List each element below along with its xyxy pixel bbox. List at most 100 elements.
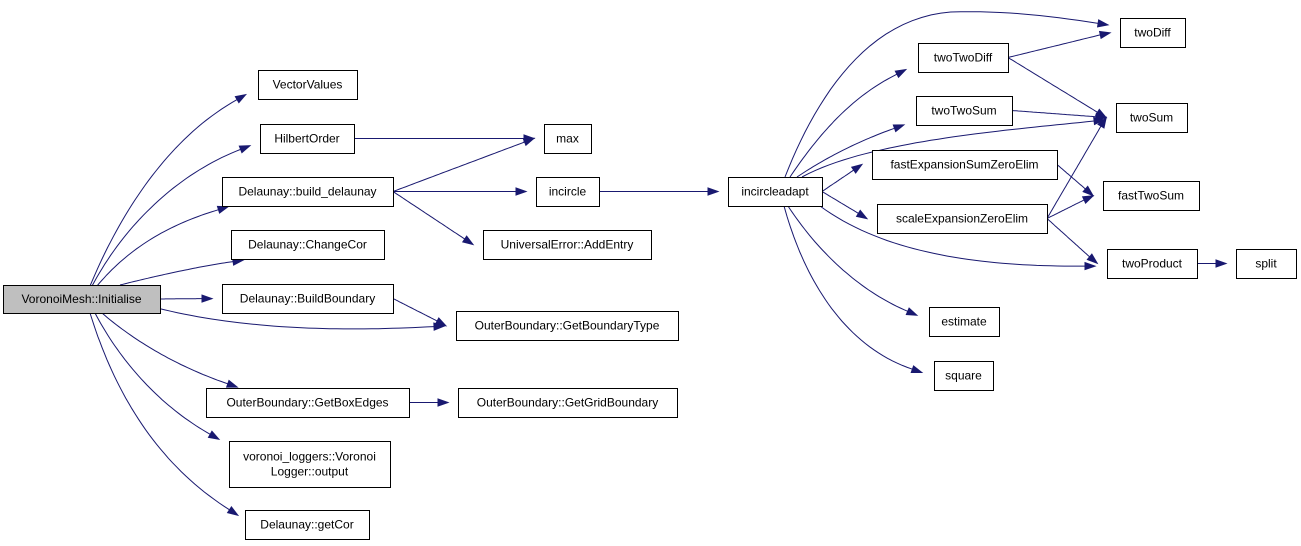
node-changecor[interactable]: Delaunay::ChangeCor <box>231 230 385 260</box>
node-box <box>245 510 370 540</box>
edge-twotwodiff-to-twosum <box>1007 57 1108 119</box>
node-label: fastExpansionSumZeroElim <box>890 158 1038 172</box>
node-twotwodiff[interactable]: twoTwoDiff <box>918 43 1009 73</box>
node-scaleexp[interactable]: scaleExpansionZeroElim <box>877 204 1048 234</box>
node-addentry[interactable]: UniversalError::AddEntry <box>483 230 652 260</box>
edge-incircleadapt-to-twotwodiff <box>789 68 908 178</box>
edge-fastexp-to-fasttwosum <box>1056 164 1095 197</box>
edge-initialise-to-vectorvalues <box>89 93 248 287</box>
node-incircleadapt[interactable]: incircleadapt <box>728 177 823 207</box>
edge-line <box>392 141 525 192</box>
edge-line <box>94 312 211 435</box>
edge-arrowhead <box>855 209 869 220</box>
edge-arrowhead <box>225 379 239 388</box>
node-label: VectorValues <box>273 78 343 92</box>
edge-incircleadapt-to-twodiff <box>784 11 1110 178</box>
node-hilbertorder[interactable]: HilbertOrder <box>260 124 355 154</box>
node-box <box>1116 103 1188 133</box>
node-box <box>1236 249 1297 279</box>
edge-initialise-to-logger_output <box>94 312 221 440</box>
edge-arrowhead <box>207 430 221 440</box>
edge-arrowhead <box>201 294 214 303</box>
edge-build_delaunay-to-incircle <box>393 187 528 196</box>
edge-scaleexp-to-fasttwosum <box>1046 195 1095 219</box>
node-getboundarytype[interactable]: OuterBoundary::GetBoundaryType <box>456 311 679 341</box>
node-label: twoTwoSum <box>931 104 996 118</box>
edge-line <box>789 73 898 178</box>
node-buildboundary[interactable]: Delaunay::BuildBoundary <box>222 284 394 314</box>
node-box <box>544 124 592 154</box>
edge-line <box>91 148 241 287</box>
edge-line <box>801 120 1095 178</box>
edge-arrowhead <box>850 163 864 174</box>
node-estimate[interactable]: estimate <box>929 307 1000 337</box>
edge-line <box>1011 110 1097 118</box>
node-incircle[interactable]: incircle <box>536 177 600 207</box>
node-twotwosum[interactable]: twoTwoSum <box>916 96 1013 126</box>
edge-line <box>787 205 908 312</box>
edges-layer <box>89 11 1228 517</box>
edge-initialise-to-buildboundary <box>160 294 214 303</box>
edge-line <box>156 307 435 330</box>
edge-arrowhead <box>1084 261 1097 271</box>
node-label: twoDiff <box>1134 26 1171 40</box>
node-split[interactable]: split <box>1236 249 1297 279</box>
edge-scaleexp-to-twosum <box>1046 116 1107 219</box>
edge-arrowhead <box>1081 195 1095 205</box>
node-square[interactable]: square <box>934 361 994 391</box>
node-box <box>918 43 1009 73</box>
edge-arrowhead <box>1098 30 1112 40</box>
node-getgridboundary[interactable]: OuterBoundary::GetGridBoundary <box>458 388 678 418</box>
edge-incircleadapt-to-twoproduct <box>819 205 1097 271</box>
edge-line <box>392 298 438 322</box>
edge-arrowhead <box>1215 259 1228 268</box>
node-label: estimate <box>941 315 987 329</box>
edge-line <box>96 209 219 287</box>
node-twoproduct[interactable]: twoProduct <box>1107 249 1198 279</box>
node-box <box>229 441 391 488</box>
node-label: OuterBoundary::GetBoundaryType <box>475 319 660 333</box>
node-vectorvalues[interactable]: VectorValues <box>258 70 358 100</box>
node-getboxedges[interactable]: OuterBoundary::GetBoxEdges <box>206 388 410 418</box>
node-build_delaunay[interactable]: Delaunay::build_delaunay <box>222 177 394 207</box>
edge-arrowhead <box>894 68 908 79</box>
node-twosum[interactable]: twoSum <box>1116 103 1188 133</box>
edge-initialise-to-hilbertorder <box>91 145 252 287</box>
edge-scaleexp-to-twoproduct <box>1046 218 1099 265</box>
node-label: Delaunay::build_delaunay <box>238 185 376 199</box>
edge-line <box>796 127 895 178</box>
node-getcor[interactable]: Delaunay::getCor <box>245 510 370 540</box>
node-label: incircleadapt <box>741 185 809 199</box>
edge-arrowhead <box>905 307 919 316</box>
edge-getboxedges-to-getgridboundary <box>409 398 450 407</box>
node-max[interactable]: max <box>544 124 592 154</box>
node-fastexp[interactable]: fastExpansionSumZeroElim <box>872 150 1058 180</box>
node-box <box>916 96 1013 126</box>
edge-arrowhead <box>434 317 448 327</box>
edge-incircleadapt-to-square <box>783 205 924 374</box>
edge-incircleadapt-to-estimate <box>787 205 919 316</box>
node-label: Delaunay::BuildBoundary <box>240 292 375 306</box>
edge-line <box>89 312 230 511</box>
node-fasttwosum[interactable]: fastTwoSum <box>1103 181 1200 211</box>
edge-arrowhead <box>1082 185 1095 197</box>
edge-arrowhead <box>892 124 906 133</box>
node-box <box>1120 18 1186 48</box>
edge-initialise-to-getcor <box>89 312 240 517</box>
node-box <box>222 284 394 314</box>
edge-build_delaunay-to-max <box>392 137 536 192</box>
edge-arrowhead <box>437 398 450 407</box>
node-label: twoSum <box>1130 111 1173 125</box>
edge-build_delaunay-to-addentry <box>392 191 475 246</box>
node-box <box>1103 181 1200 211</box>
node-label: Delaunay::getCor <box>260 518 353 532</box>
edge-arrowhead <box>216 205 230 214</box>
node-label: square <box>945 369 982 383</box>
edge-line <box>784 11 1099 178</box>
node-initialise: VoronoiMesh::Initialise <box>3 285 161 314</box>
node-label: OuterBoundary::GetGridBoundary <box>477 396 658 410</box>
edge-line <box>1046 218 1090 258</box>
node-label: VoronoiMesh::Initialise <box>21 292 141 306</box>
node-twodiff[interactable]: twoDiff <box>1120 18 1186 48</box>
